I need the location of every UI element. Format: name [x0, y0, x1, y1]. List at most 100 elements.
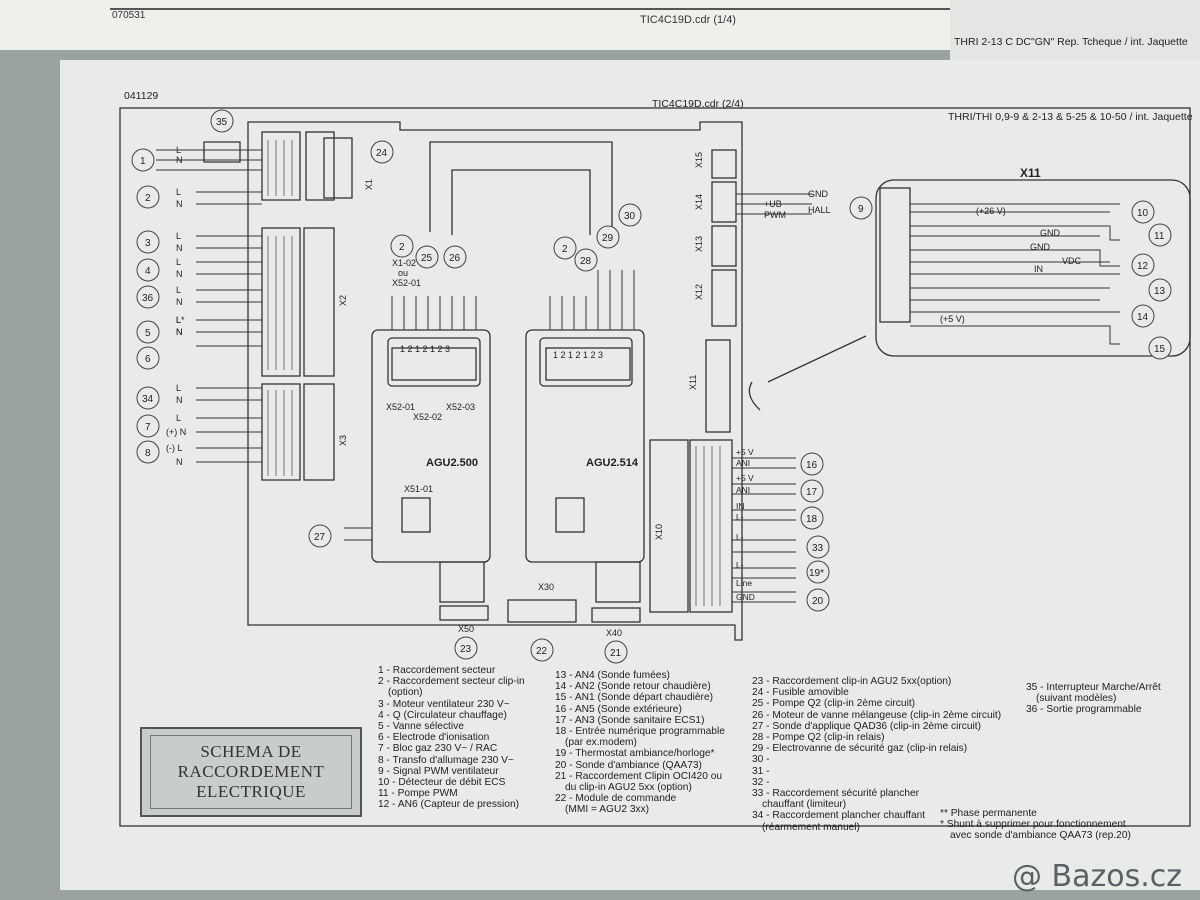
module-agu2500	[371, 329, 491, 563]
legend-entry: 34 - Raccordement plancher chauffant	[752, 810, 926, 822]
legend-entry: 19 - Thermostat ambiance/horloge*	[555, 748, 715, 760]
pin-label: N	[176, 155, 183, 165]
x10-label: L-	[736, 560, 744, 570]
callout-number: 17	[806, 487, 818, 498]
legend-entry: avec sonde d'ambiance QAA73 (rep.20)	[950, 830, 1131, 842]
connector-label: X52-03	[446, 402, 475, 412]
callout-number: 18	[806, 514, 818, 525]
pin-label: (+) N	[166, 427, 186, 437]
legend-entry: 13 - AN4 (Sonde fumées)	[555, 670, 670, 681]
drawing-frame	[119, 107, 1191, 827]
pin-label: L	[176, 145, 181, 155]
x10-label: L-	[736, 532, 744, 542]
callout-circle	[618, 203, 642, 227]
legend-entry: 5 - Vanne sélective	[378, 721, 464, 733]
connector-label: X1-02	[392, 258, 416, 268]
pin-label: N	[176, 199, 183, 209]
callout-circle	[1148, 278, 1172, 302]
x10-label: Line	[736, 578, 752, 588]
pin-label: N	[176, 269, 183, 279]
callout-circle	[443, 245, 467, 269]
pin-label: L	[176, 315, 181, 325]
module-agu2500-label: AGU2.500	[426, 457, 478, 469]
callout-circle	[806, 588, 830, 612]
pin-label: L	[176, 285, 181, 295]
callout-circle	[1131, 253, 1155, 277]
connector-label: X13	[694, 236, 704, 252]
callout-circle	[136, 440, 160, 464]
connector-label: X2	[338, 295, 348, 306]
connector-label: X15	[694, 152, 704, 168]
legend-entry: 7 - Bloc gaz 230 V~ / RAC	[378, 743, 498, 755]
callout-number: 3	[145, 238, 151, 249]
callout-number: 30	[624, 211, 636, 222]
legend-entry: 30 -	[752, 754, 770, 766]
callout-circle	[1131, 304, 1155, 328]
title-line-2: RACCORDEMENT	[177, 762, 325, 781]
module-agu2514-label: AGU2.514	[586, 457, 639, 469]
callout-number: 10	[1137, 208, 1149, 219]
legend-entry: 10 - Détecteur de débit ECS	[378, 777, 506, 789]
connector-label: X1	[364, 179, 374, 190]
callout-circle	[136, 320, 160, 344]
legend-entry: 6 - Electrode d'ionisation	[378, 732, 490, 744]
legend-entry: (réarmement manuel)	[762, 821, 860, 833]
callout-circle	[553, 236, 577, 260]
legend-entry: 16 - AN5 (Sonde extérieure)	[555, 703, 682, 715]
connector-label: X3	[338, 435, 348, 446]
callout-number: 9	[858, 204, 864, 215]
callout-circle	[136, 258, 160, 282]
pin-label: L	[176, 187, 181, 197]
module-agu2514	[525, 329, 645, 563]
connector-label: X52-02	[413, 412, 442, 422]
pin-label: N	[176, 457, 183, 467]
legend-entry: 23 - Raccordement clip-in AGU2 5xx(optio…	[752, 676, 952, 687]
callout-number: 7	[145, 422, 151, 433]
callout-number: 21	[610, 648, 622, 659]
legend-entry: 21 - Raccordement Clipin OCI420 ou	[555, 770, 723, 782]
callout-number: 11	[1154, 231, 1165, 242]
top-sheet-file: TIC4C19D.cdr (1/4)	[640, 14, 736, 26]
sheet-code: 041129	[124, 90, 159, 102]
agu2500-pin-numbers: 1 2 1 2 1 2 3	[400, 344, 450, 354]
connector-label: X52-01	[392, 278, 421, 288]
pin-label: L*	[176, 315, 185, 325]
callout-circle	[1148, 336, 1172, 360]
callout-circle	[800, 506, 824, 530]
legend-entry: 11 - Pompe PWM	[378, 788, 458, 800]
board-outline	[247, 121, 743, 641]
callout-circle	[136, 285, 160, 309]
callout-circle	[370, 140, 394, 164]
callout-circle	[136, 414, 160, 438]
x11-detail-label: (+5 V)	[940, 314, 965, 324]
pin-label: (-) L	[166, 443, 183, 453]
legend-entry: ** Phase permanente	[940, 808, 1037, 819]
callout-circle	[308, 524, 332, 548]
legend-col3: 23 - Raccordement clip-in AGU2 5xx(optio…	[752, 676, 1001, 833]
callout-circle	[800, 452, 824, 476]
x11-detail-label: IN	[1034, 264, 1043, 274]
legend-entry: 12 - AN6 (Capteur de pression)	[378, 799, 519, 811]
callout-circle	[136, 386, 160, 410]
connector-label: X10	[654, 524, 664, 540]
callout-number: 12	[1137, 261, 1149, 272]
pin-label: N	[176, 327, 183, 337]
callout-circle	[454, 636, 478, 660]
legend-entry: 8 - Transfo d'allumage 230 V~	[378, 754, 514, 766]
legend-entry: 33 - Raccordement sécurité plancher	[752, 788, 920, 800]
callout-number: 26	[449, 253, 461, 264]
sheet-model: THRI/THI 0,9-9 & 2-13 & 5-25 & 10-50 / i…	[948, 111, 1193, 123]
legend-entry: 1 - Raccordement secteur	[378, 665, 496, 676]
pin-label: L	[176, 413, 181, 423]
callout-number: 36	[142, 293, 154, 304]
callout-number: 1	[140, 156, 146, 167]
callout-circle	[806, 535, 830, 559]
callout-number: 13	[1154, 286, 1166, 297]
legend-entry: 14 - AN2 (Sonde retour chaudière)	[555, 681, 711, 693]
callout-circle	[596, 225, 620, 249]
legend-entry: 17 - AN3 (Sonde sanitaire ECS1)	[555, 714, 705, 726]
callout-number: 2	[399, 242, 405, 253]
legend-entry: chauffant (limiteur)	[762, 799, 847, 811]
callout-circle	[131, 148, 155, 172]
callout-number: 2	[145, 193, 151, 204]
